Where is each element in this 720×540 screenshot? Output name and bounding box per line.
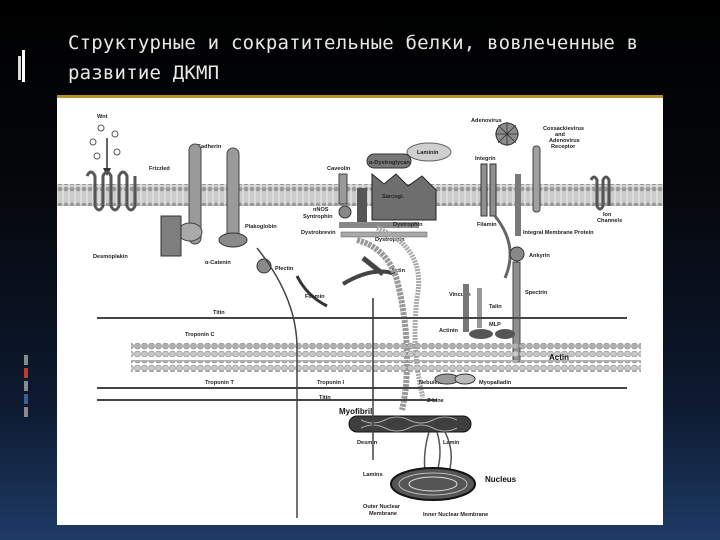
decor-bar bbox=[22, 50, 25, 82]
side-marks bbox=[24, 355, 28, 420]
svg-text:Lamins: Lamins bbox=[363, 472, 383, 478]
nnos-syntrophin: nNOS Syntrophin bbox=[303, 205, 352, 220]
svg-text:Actinin: Actinin bbox=[439, 328, 459, 334]
filamin-right: Filamin bbox=[477, 215, 512, 279]
desmoplakin: Desmoplakin bbox=[93, 215, 182, 260]
actinin-mlp: Actinin MLP bbox=[439, 322, 515, 339]
svg-text:Actin: Actin bbox=[391, 268, 406, 274]
svg-text:Troponin C: Troponin C bbox=[185, 332, 215, 338]
svg-text:Filamin: Filamin bbox=[305, 294, 325, 300]
svg-text:Sarcogl.: Sarcogl. bbox=[382, 194, 405, 200]
svg-text:Plectin: Plectin bbox=[275, 266, 294, 272]
svg-text:Dystrobrevin: Dystrobrevin bbox=[301, 230, 336, 236]
slide-title: Структурные и сократительные белки, вовл… bbox=[68, 32, 639, 84]
cadherin: Cadherin bbox=[188, 143, 240, 245]
filamin: Filamin bbox=[295, 275, 328, 308]
svg-text:Integrin: Integrin bbox=[475, 156, 496, 162]
adenovirus: Adenovirus bbox=[471, 118, 519, 146]
decor-bar bbox=[18, 56, 21, 80]
svg-text:Ion: Ion bbox=[603, 212, 612, 218]
svg-text:Vinculin: Vinculin bbox=[449, 292, 471, 298]
title-rule bbox=[57, 95, 663, 98]
svg-text:Frizzled: Frizzled bbox=[149, 166, 170, 172]
svg-text:Myopalladin: Myopalladin bbox=[479, 380, 512, 386]
ankyrin: Ankyrin bbox=[509, 246, 550, 262]
svg-text:MLP: MLP bbox=[489, 322, 501, 328]
svg-text:Adenovirus: Adenovirus bbox=[471, 118, 502, 124]
svg-text:Laminin: Laminin bbox=[417, 150, 439, 156]
vinculin-talin: Vinculin Talin bbox=[449, 284, 502, 332]
svg-text:Lamin: Lamin bbox=[443, 440, 460, 446]
svg-text:Troponin T: Troponin T bbox=[205, 380, 234, 386]
svg-text:nNOS: nNOS bbox=[313, 207, 329, 213]
svg-text:Dystrophin: Dystrophin bbox=[393, 222, 423, 228]
svg-text:Troponin I: Troponin I bbox=[317, 380, 344, 386]
svg-text:Inner Nuclear Membrane: Inner Nuclear Membrane bbox=[423, 512, 488, 518]
dystrophin-chain bbox=[356, 237, 411, 411]
dystroglycan-complex: Laminin α-Dystroglycan Sarcogl. bbox=[357, 142, 452, 222]
svg-text:Talin: Talin bbox=[489, 304, 502, 310]
svg-text:Desmin: Desmin bbox=[357, 440, 378, 446]
svg-text:Channels: Channels bbox=[597, 218, 622, 224]
svg-text:Syntrophin: Syntrophin bbox=[303, 214, 333, 220]
svg-text:Z-Line: Z-Line bbox=[427, 398, 444, 404]
alpha-catenin: α-Catenin bbox=[205, 232, 248, 266]
wnt-ligands: Wnt bbox=[89, 114, 121, 176]
sarcomere: Titin Troponin C Actin Troponin T Tropon… bbox=[97, 298, 641, 404]
svg-text:α-Dystroglycan: α-Dystroglycan bbox=[369, 160, 410, 166]
svg-text:Caveolin: Caveolin bbox=[327, 166, 351, 172]
svg-text:Coxsackievirus: Coxsackievirus bbox=[543, 126, 584, 132]
svg-text:Receptor: Receptor bbox=[551, 144, 576, 150]
integral-membrane-protein: Integral Membrane Protein bbox=[515, 174, 594, 236]
svg-text:Integral Membrane Protein: Integral Membrane Protein bbox=[523, 230, 594, 236]
coxsackievirus-adenovirus-receptor: Coxsackievirus and Adenovirus Receptor bbox=[532, 126, 584, 213]
svg-text:Cadherin: Cadherin bbox=[197, 144, 222, 150]
svg-text:Desmoplakin: Desmoplakin bbox=[93, 254, 128, 260]
svg-text:and: and bbox=[555, 132, 566, 138]
svg-text:Nucleus: Nucleus bbox=[485, 475, 517, 484]
svg-text:Titin: Titin bbox=[213, 310, 225, 316]
myofibril: Myofibril Desmin Lamin bbox=[339, 407, 472, 446]
svg-text:Outer Nuclear: Outer Nuclear bbox=[363, 504, 401, 510]
nucleus: Lamins Nucleus Outer Nuclear Membrane In… bbox=[363, 467, 517, 518]
svg-text:Dystrophin: Dystrophin bbox=[375, 237, 405, 243]
svg-text:Wnt: Wnt bbox=[97, 114, 108, 120]
frizzled-receptor: Frizzled bbox=[85, 166, 170, 212]
caveolin: Caveolin bbox=[327, 166, 351, 205]
svg-text:Filamin: Filamin bbox=[477, 222, 497, 228]
svg-text:Plakoglobin: Plakoglobin bbox=[245, 224, 277, 230]
svg-text:Myofibril: Myofibril bbox=[339, 407, 372, 416]
svg-text:Ankyrin: Ankyrin bbox=[529, 253, 550, 259]
svg-text:Membrane: Membrane bbox=[369, 511, 397, 517]
svg-text:Nebulette: Nebulette bbox=[419, 380, 445, 386]
plectin: Plectin bbox=[256, 258, 294, 274]
svg-text:Actin: Actin bbox=[549, 353, 569, 362]
ion-channels: Ion Channels bbox=[589, 175, 622, 224]
svg-text:Spectrin: Spectrin bbox=[525, 290, 548, 296]
diagram-figure: Wnt Frizzled Cadherin Plakoglobin Desmop… bbox=[57, 98, 663, 525]
svg-text:α-Catenin: α-Catenin bbox=[205, 260, 231, 266]
svg-text:Adenovirus: Adenovirus bbox=[549, 138, 580, 144]
integrin: Integrin bbox=[475, 156, 497, 217]
svg-text:Titin: Titin bbox=[319, 395, 331, 401]
